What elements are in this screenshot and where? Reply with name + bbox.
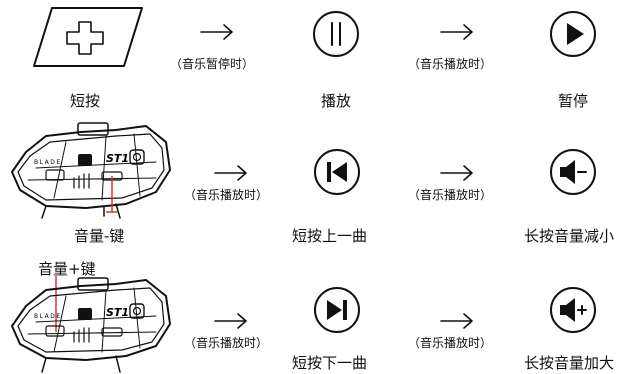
condition-music-playing: （音乐播放时） xyxy=(408,188,493,202)
right-arrow-icon xyxy=(214,313,248,329)
right-arrow-icon xyxy=(440,24,474,40)
condition-music-playing: （音乐播放时） xyxy=(184,336,269,350)
volume-down-icon xyxy=(549,148,597,196)
condition-music-playing: （音乐播放时） xyxy=(408,57,493,71)
condition-music-paused: （音乐暂停时） xyxy=(170,57,255,71)
model-text: ST1 xyxy=(106,152,129,165)
brand-text: BLADE xyxy=(34,313,62,320)
pause-state-label: 暂停 xyxy=(558,92,589,110)
play-icon xyxy=(549,10,597,58)
right-arrow-icon xyxy=(440,165,474,181)
pause-icon xyxy=(312,10,360,58)
long-press-volume-up-label: 长按音量加大 xyxy=(524,354,615,372)
right-arrow-icon xyxy=(200,24,234,40)
next-track-icon xyxy=(313,286,361,334)
plus-button-icon xyxy=(32,6,144,68)
short-press-next-label: 短按下一曲 xyxy=(292,354,368,372)
volume-up-key-label: 音量+键 xyxy=(38,260,96,278)
volume-up-icon xyxy=(549,286,597,334)
intercom-device-volume-up: BLADE ST1 xyxy=(6,270,176,374)
short-press-label: 短按 xyxy=(70,92,101,110)
volume-down-key-label: 音量-键 xyxy=(74,227,125,245)
intercom-device-volume-down: BLADE ST1 xyxy=(6,120,176,220)
previous-track-icon xyxy=(313,148,361,196)
condition-music-playing: （音乐播放时） xyxy=(184,188,269,202)
long-press-volume-down-label: 长按音量减小 xyxy=(524,227,615,245)
model-text: ST1 xyxy=(106,306,129,319)
play-state-label: 播放 xyxy=(321,92,352,110)
short-press-previous-label: 短按上一曲 xyxy=(292,227,368,245)
right-arrow-icon xyxy=(440,313,474,329)
brand-text: BLADE xyxy=(34,159,62,166)
condition-music-playing: （音乐播放时） xyxy=(408,336,493,350)
right-arrow-icon xyxy=(214,165,248,181)
